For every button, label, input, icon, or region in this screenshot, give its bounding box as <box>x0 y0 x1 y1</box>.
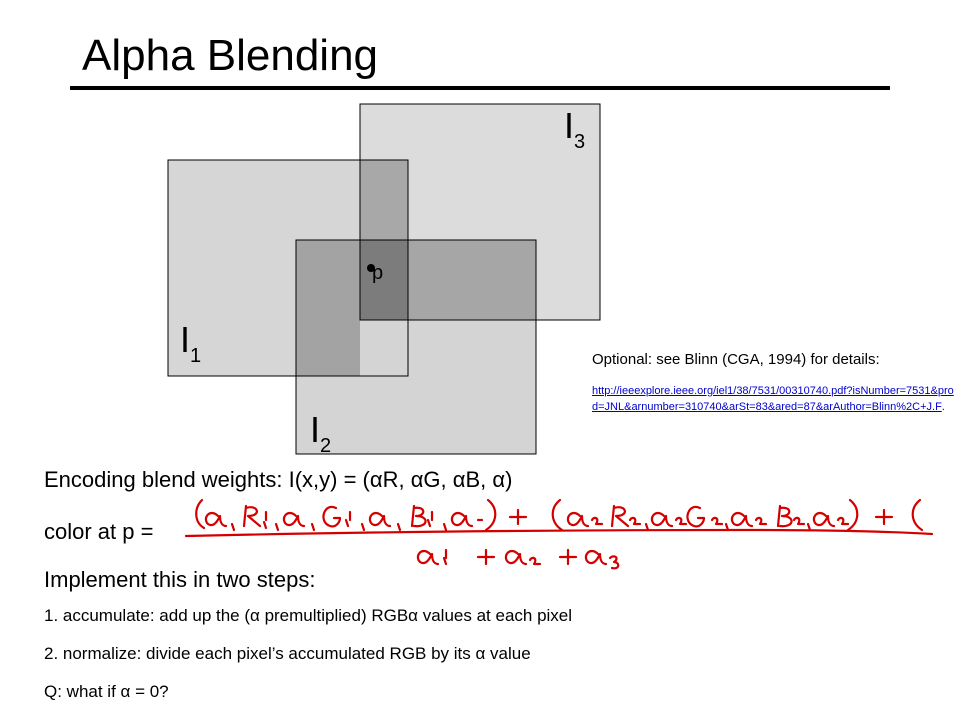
overlap-I1-I3 <box>360 160 408 240</box>
image-label-I1: I1 <box>180 319 202 368</box>
overlap-I1-I2 <box>296 240 360 376</box>
implement-steps-heading: Implement this in two steps: <box>44 567 316 592</box>
title-underline <box>70 86 890 90</box>
color-at-p-label: color at p = <box>44 519 154 544</box>
overlap-I1-I2-I3 <box>360 240 408 320</box>
step-normalize: 2. normalize: divide each pixel’s accumu… <box>44 644 531 663</box>
overlap-I2-I3 <box>408 240 536 320</box>
optional-note: Optional: see Blinn (CGA, 1994) for deta… <box>592 351 880 368</box>
blinn-paper-link[interactable]: http://ieeexplore.ieee.org/iel1/38/7531/… <box>592 385 954 413</box>
step-accumulate: 1. accumulate: add up the (α premultipli… <box>44 606 573 625</box>
point-p-label: p <box>372 262 384 284</box>
question-alpha-zero: Q: what if α = 0? <box>44 682 169 701</box>
point-p-dot <box>367 264 375 272</box>
slide-title: Alpha Blending <box>82 31 379 80</box>
image-label-I3: I3 <box>564 105 586 154</box>
encoding-weights-line: Encoding blend weights: I(x,y) = (αR, αG… <box>44 467 513 492</box>
image-label-I2: I2 <box>310 409 332 458</box>
